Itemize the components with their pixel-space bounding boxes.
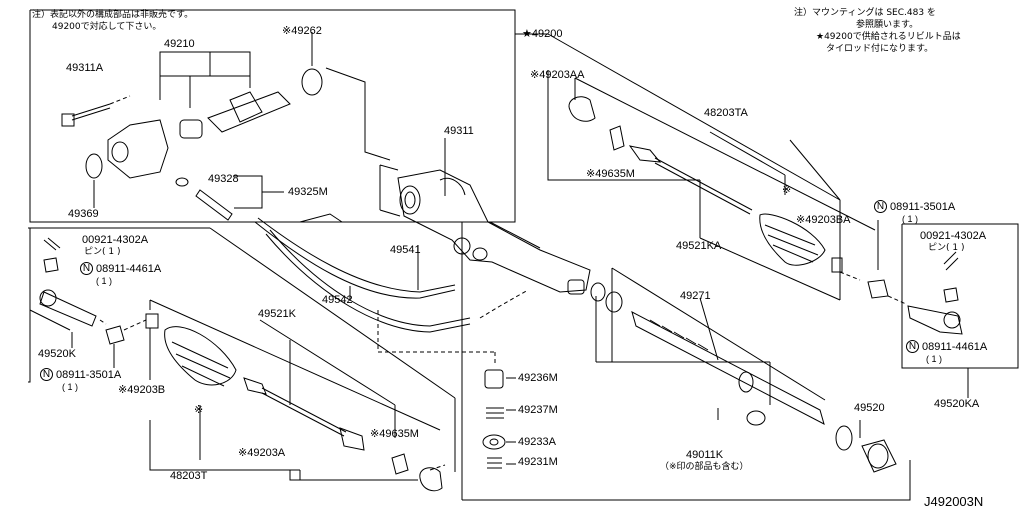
label-48203T: 48203T: [170, 470, 208, 482]
label-49200: ★49200: [522, 28, 563, 40]
note-right-2: 参照願います。: [856, 20, 919, 30]
note-right-4: タイロッド付になります。: [826, 44, 934, 54]
ring-49271-a: [591, 283, 605, 301]
rack-49271: [632, 312, 824, 424]
label-49325M: 49325M: [288, 186, 328, 198]
inner-tie-rod-49521K: [244, 378, 364, 450]
qty-08911-4461A-right: ( 1 ): [926, 354, 943, 364]
label-49203A: ※49203A: [238, 447, 286, 459]
label-49311: 49311: [444, 125, 474, 137]
pin-qty-left: ピン( 1 ): [84, 247, 121, 257]
seal-49520: [836, 426, 852, 450]
label-49210: 49210: [164, 38, 195, 50]
pinion-valve: [180, 92, 290, 138]
label-49233A: 49233A: [518, 436, 556, 448]
nut-08911-3501A-right: [868, 280, 888, 298]
label-49635M-bottom: ※49635M: [370, 428, 419, 440]
label-49369: 49369: [68, 208, 99, 220]
clamp-49203BA: [832, 258, 842, 272]
pin-00921-4302A-right: [944, 252, 958, 270]
fitting-49325M: [196, 190, 232, 220]
label-08911-4461A-right: 08911-4461A: [922, 341, 988, 353]
label-08911-4461A-left: 08911-4461A: [96, 263, 162, 275]
ring-49271-c: [739, 372, 753, 392]
left-bracket: [28, 228, 30, 382]
n-symbol-left-2: N: [40, 368, 53, 381]
note-left-1: 注）表記以外の構成部品は非販売です。: [32, 10, 194, 20]
label-49011K: 49011K: [686, 449, 724, 461]
valve-housing: [108, 120, 168, 178]
label-49203BA: ※49203BA: [796, 214, 851, 226]
clip-49635M-lower: [392, 454, 408, 474]
label-49520KA: 49520KA: [934, 398, 980, 410]
tie-rod-end-49520K: [40, 290, 96, 326]
label-49542: 49542: [322, 294, 353, 306]
n-symbol-left-1: N: [80, 262, 93, 275]
label-00921-4302A-left: 00921-4302A: [82, 234, 149, 246]
clip-49635M: [610, 126, 624, 150]
tube-49542: [270, 230, 470, 326]
adjuster-stack: [483, 370, 505, 468]
label-49262: ※49262: [282, 25, 322, 37]
label-49635M-top: ※49635M: [586, 168, 635, 180]
diagram-code: J492003N: [924, 494, 984, 509]
boot-49203BA: [760, 214, 825, 265]
seal-49271-b: [606, 292, 622, 312]
label-49521K: 49521K: [258, 308, 296, 320]
inner-tie-rod-48203TA: [630, 146, 752, 214]
label-49237M: 49237M: [518, 404, 558, 416]
label-08911-3501A-left: 08911-3501A: [56, 369, 122, 381]
boot-48203T: [165, 327, 236, 386]
note-left-2: 49200で対応して下さい。: [52, 22, 162, 32]
label-49521KA: 49521KA: [676, 240, 722, 252]
clamp-49203AA: [569, 97, 595, 122]
o-ring-49262: [302, 69, 322, 95]
label-00921-4302A-right: 00921-4302A: [920, 230, 987, 242]
tie-rod-end-49520KA: [908, 306, 962, 334]
main-bracket-bottom: [462, 460, 910, 500]
label-48203TA: 48203TA: [704, 107, 748, 119]
nut-08911-3501A-left: [106, 326, 124, 344]
n-symbol-right-1: N: [874, 200, 887, 213]
clamp-49203B: [146, 314, 158, 328]
label-49203B: ※49203B: [118, 384, 166, 396]
right-box: [902, 224, 1018, 368]
label-49328: 49328: [208, 173, 239, 185]
star-mark-top: ※: [782, 184, 792, 196]
qty-08911-3501A-right: ( 1 ): [902, 214, 919, 224]
pin-qty-right: ピン( 1 ): [928, 243, 965, 253]
label-49520K: 49520K: [38, 348, 76, 360]
nut-08911-4461A-left: [44, 258, 58, 272]
qty-08911-3501A-left: ( 1 ): [62, 382, 79, 392]
label-49203AA: ※49203AA: [530, 69, 585, 81]
o-ring-49328: [176, 178, 188, 186]
snap-ring: [747, 411, 765, 425]
note-right-3: ★49200で供給されるリビルト品は: [816, 32, 961, 42]
nut-08911-4461A-right: [944, 288, 958, 302]
n-symbol-right-2: N: [906, 340, 919, 353]
pin-00921-4302A-left: [44, 238, 60, 250]
label-49271: 49271: [680, 290, 711, 302]
note-right-1: 注）マウンティングは SEC.483 を: [794, 8, 936, 18]
label-49520: 49520: [854, 402, 885, 414]
star-mark-bottom: ※: [194, 404, 204, 416]
label-49541: 49541: [390, 244, 421, 256]
label-49231M: 49231M: [518, 456, 558, 468]
note-49011K: （※印の部品も含む）: [660, 462, 749, 472]
seal-49369: [86, 154, 102, 178]
qty-08911-4461A-left: ( 1 ): [96, 276, 113, 286]
label-08911-3501A-right: 08911-3501A: [890, 201, 956, 213]
upper-left-box: [30, 10, 515, 222]
bushing-49520: [862, 440, 896, 472]
tube-49541: [258, 218, 455, 292]
gear-housing: [398, 170, 590, 294]
label-49236M: 49236M: [518, 372, 558, 384]
bolt-49311A: [62, 104, 110, 126]
label-49311A: 49311A: [66, 62, 104, 74]
clamp-49203A: [420, 468, 442, 491]
